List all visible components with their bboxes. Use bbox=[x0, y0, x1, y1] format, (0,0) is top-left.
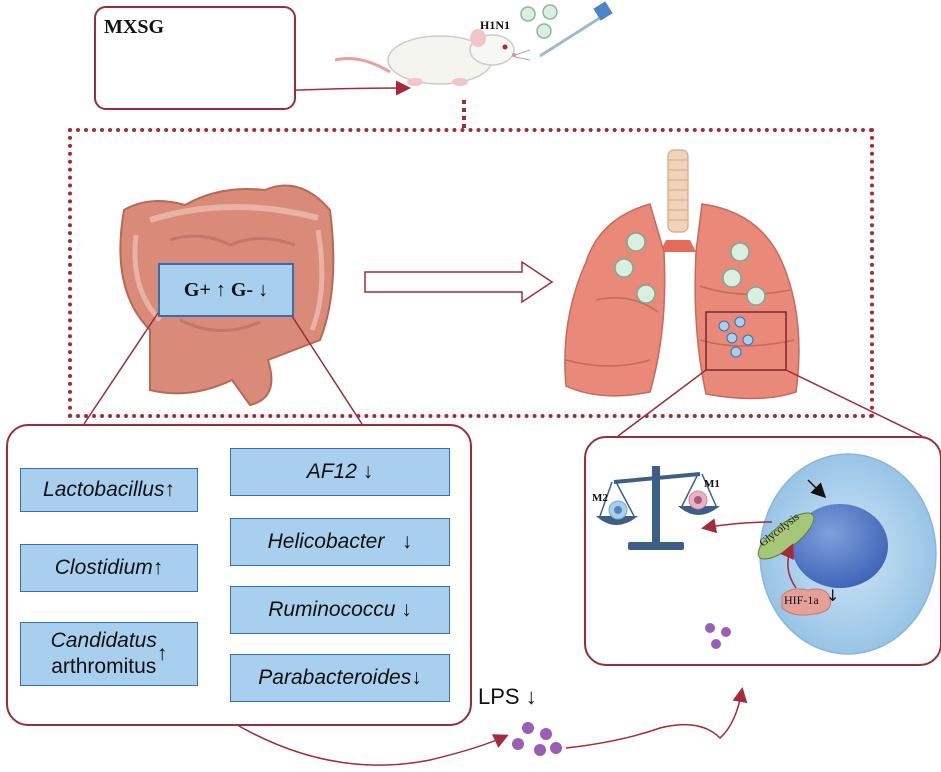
bacteria-ruminococcu-label: Ruminococcu bbox=[268, 598, 396, 621]
virus-cluster-icon bbox=[520, 4, 558, 39]
lung-virus-icons bbox=[614, 232, 766, 306]
hif-label: HIF-1a bbox=[784, 593, 819, 607]
bacteria-clostidium: Clostidium↑ bbox=[20, 544, 198, 592]
down-arrow-icon: ↓ bbox=[362, 460, 374, 483]
bacteria-candidatus-label: Candidatus bbox=[50, 629, 157, 652]
gut-to-lung-arrow bbox=[364, 260, 554, 304]
bacteria-clostidium-label: Clostidium bbox=[54, 556, 153, 579]
bacteria-parabacteroides: Parabacteroides↓ bbox=[230, 654, 450, 702]
bacteria-helicobacter: Helicobacter ↓ bbox=[230, 518, 450, 566]
lps-molecules bbox=[512, 722, 562, 756]
bacteria-ruminococcu: Ruminococcu ↓ bbox=[230, 586, 450, 634]
down-arrow-icon: ↓ bbox=[401, 598, 412, 621]
mouse-illustration bbox=[334, 29, 531, 86]
nucleus bbox=[792, 504, 888, 588]
m1-label: M1 bbox=[704, 478, 720, 490]
panel-lps-molecules bbox=[705, 623, 731, 649]
bacteria-parabacteroides-label: Parabacteroides bbox=[258, 666, 412, 689]
pipette-icon bbox=[539, 1, 613, 58]
up-arrow-icon: ↑ bbox=[156, 642, 168, 665]
lung-zoom-region bbox=[705, 311, 787, 371]
zoom-line-left bbox=[617, 369, 707, 437]
macrophage-panel: M2 M1 Glycolysis HIF-1a ↓ bbox=[584, 436, 941, 666]
glycolysis-down-arrow bbox=[807, 479, 827, 499]
up-arrow-icon: ↑ bbox=[152, 556, 164, 579]
lungs-illustration bbox=[564, 149, 800, 400]
macrophage-drawing bbox=[596, 453, 937, 655]
bacteria-helicobacter-label: Helicobacter bbox=[267, 530, 385, 553]
zoom-line-right bbox=[785, 369, 923, 437]
gram-summary-box: G+ ↑ G- ↓ bbox=[158, 263, 294, 317]
h1n1-label: H1N1 bbox=[480, 18, 510, 32]
mxsg-label: MXSG bbox=[104, 16, 164, 38]
bacteria-lactobacillus-label: Lactobacillus bbox=[43, 478, 165, 501]
bacteria-panel: Lactobacillus↑ Clostidium↑ Candidatus ar… bbox=[6, 424, 472, 726]
m2-label: M2 bbox=[592, 492, 608, 504]
bacteria-lactobacillus: Lactobacillus↑ bbox=[20, 468, 198, 512]
balance-scale-icon bbox=[596, 466, 720, 550]
mxsg-treatment-box bbox=[94, 6, 296, 110]
bacteria-candidatus: Candidatus arthromitus ↑ bbox=[20, 622, 198, 686]
infection-frame bbox=[68, 128, 874, 418]
lung-macrophage-icons bbox=[718, 316, 754, 358]
hif-blob bbox=[781, 588, 832, 616]
gut-zoom-line-left bbox=[83, 312, 159, 425]
down-arrow-icon: ↓ bbox=[411, 666, 422, 689]
lps-label: LPS ↓ bbox=[478, 684, 537, 709]
up-arrow-icon: ↑ bbox=[164, 478, 175, 501]
hif-down-arrow-icon: ↓ bbox=[826, 586, 840, 605]
bacteria-af12: AF12 ↓ bbox=[230, 448, 450, 496]
gut-zoom-line-right bbox=[289, 312, 363, 425]
bacteria-to-lps-arrow bbox=[231, 721, 509, 766]
down-arrow-icon: ↓ bbox=[401, 530, 413, 553]
glycolysis-to-scale-arrow bbox=[701, 518, 773, 534]
bacteria-af12-label: AF12 bbox=[306, 460, 357, 483]
lps-to-macrophage-arrow bbox=[565, 687, 748, 749]
hif-to-glycolysis-arrow bbox=[780, 543, 797, 589]
bacteria-arthromitus-label: arthromitus bbox=[51, 655, 157, 678]
